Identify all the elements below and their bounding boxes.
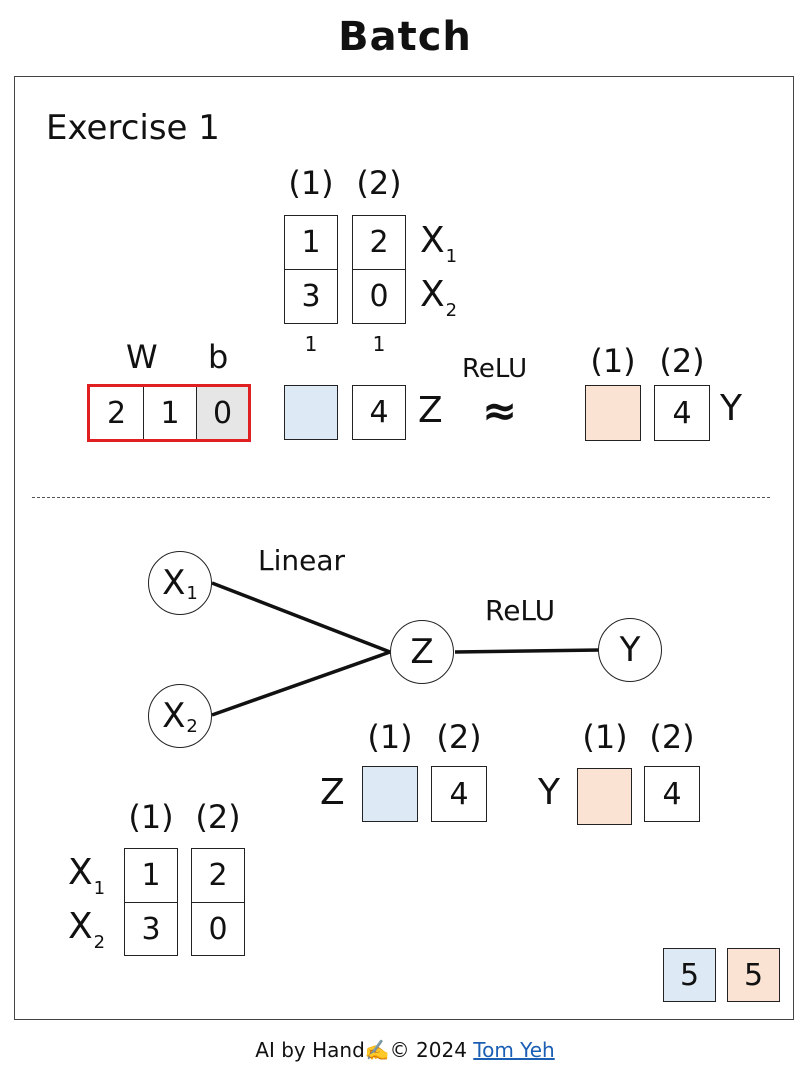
node-y: Y — [598, 618, 662, 682]
bottom-z-col-1-header: (1) — [367, 718, 413, 756]
x-cell-2-1: 3 — [284, 269, 338, 324]
bottom-x1-label: X1 — [68, 852, 106, 899]
top-x2-label: X2 — [420, 274, 458, 321]
top-z-cell-2: 4 — [352, 385, 406, 440]
bottom-x-cell-2-2: 0 — [191, 902, 245, 956]
weight-vector-box — [87, 384, 251, 442]
b-cell: 0 — [197, 387, 248, 439]
network-relu-label: ReLU — [485, 594, 556, 627]
bottom-x-cell-2-1: 3 — [124, 902, 178, 956]
w-cell-1: 2 — [90, 387, 144, 439]
exercise-label: Exercise 1 — [46, 108, 220, 148]
linear-label: Linear — [258, 544, 346, 577]
bottom-x-cell-1-1: 1 — [124, 848, 178, 903]
answer-peach: 5 — [727, 948, 780, 1002]
page-title: Batch — [338, 14, 472, 60]
bias-one-1: 1 — [304, 332, 318, 356]
top-y-cell-1[interactable] — [585, 385, 641, 441]
top-y-cell-2: 4 — [654, 385, 710, 441]
w-cell-2: 1 — [144, 387, 197, 439]
bottom-y-col-1-header: (1) — [582, 718, 628, 756]
bottom-x-col-2-header: (2) — [195, 798, 241, 836]
exercise-frame — [14, 76, 794, 1020]
section-divider — [32, 497, 770, 498]
bottom-z-cell-2: 4 — [431, 766, 487, 822]
edge-z-y — [454, 648, 601, 654]
top-y-label: Y — [720, 388, 742, 429]
approx-symbol: ≈ — [482, 386, 518, 435]
top-x1-label: X1 — [420, 220, 458, 267]
edge-x1-z — [211, 581, 391, 654]
b-label: b — [208, 338, 229, 376]
bottom-x-col-1-header: (1) — [128, 798, 174, 836]
node-z: Z — [390, 620, 454, 684]
bottom-z-col-2-header: (2) — [436, 718, 482, 756]
bottom-z-cell-1[interactable] — [362, 766, 418, 822]
top-y-col-2-header: (2) — [659, 342, 705, 380]
bottom-x2-label: X2 — [68, 906, 106, 953]
w-label: W — [126, 338, 158, 376]
x-col-1-header: (1) — [288, 164, 334, 202]
bottom-y-cell-2: 4 — [644, 766, 700, 822]
footer-text: AI by Hand✍️© 2024 — [255, 1038, 474, 1062]
x-col-2-header: (2) — [356, 164, 402, 202]
footer: AI by Hand✍️© 2024 Tom Yeh — [0, 1038, 810, 1062]
bottom-y-col-2-header: (2) — [649, 718, 695, 756]
x-cell-1-1: 1 — [284, 215, 338, 270]
bottom-y-label: Y — [538, 772, 560, 813]
edge-x2-z — [211, 650, 391, 717]
answer-blue: 5 — [663, 948, 716, 1002]
bottom-x-cell-1-2: 2 — [191, 848, 245, 903]
top-z-cell-1[interactable] — [284, 385, 338, 440]
author-link[interactable]: Tom Yeh — [473, 1038, 555, 1062]
bias-one-2: 1 — [372, 332, 386, 356]
top-relu-label: ReLU — [462, 354, 528, 384]
top-y-col-1-header: (1) — [590, 342, 636, 380]
bottom-y-cell-1[interactable] — [577, 768, 632, 825]
x-cell-2-2: 0 — [352, 269, 406, 324]
top-z-label: Z — [418, 390, 443, 431]
x-cell-1-2: 2 — [352, 215, 406, 270]
bottom-z-label: Z — [320, 772, 345, 813]
